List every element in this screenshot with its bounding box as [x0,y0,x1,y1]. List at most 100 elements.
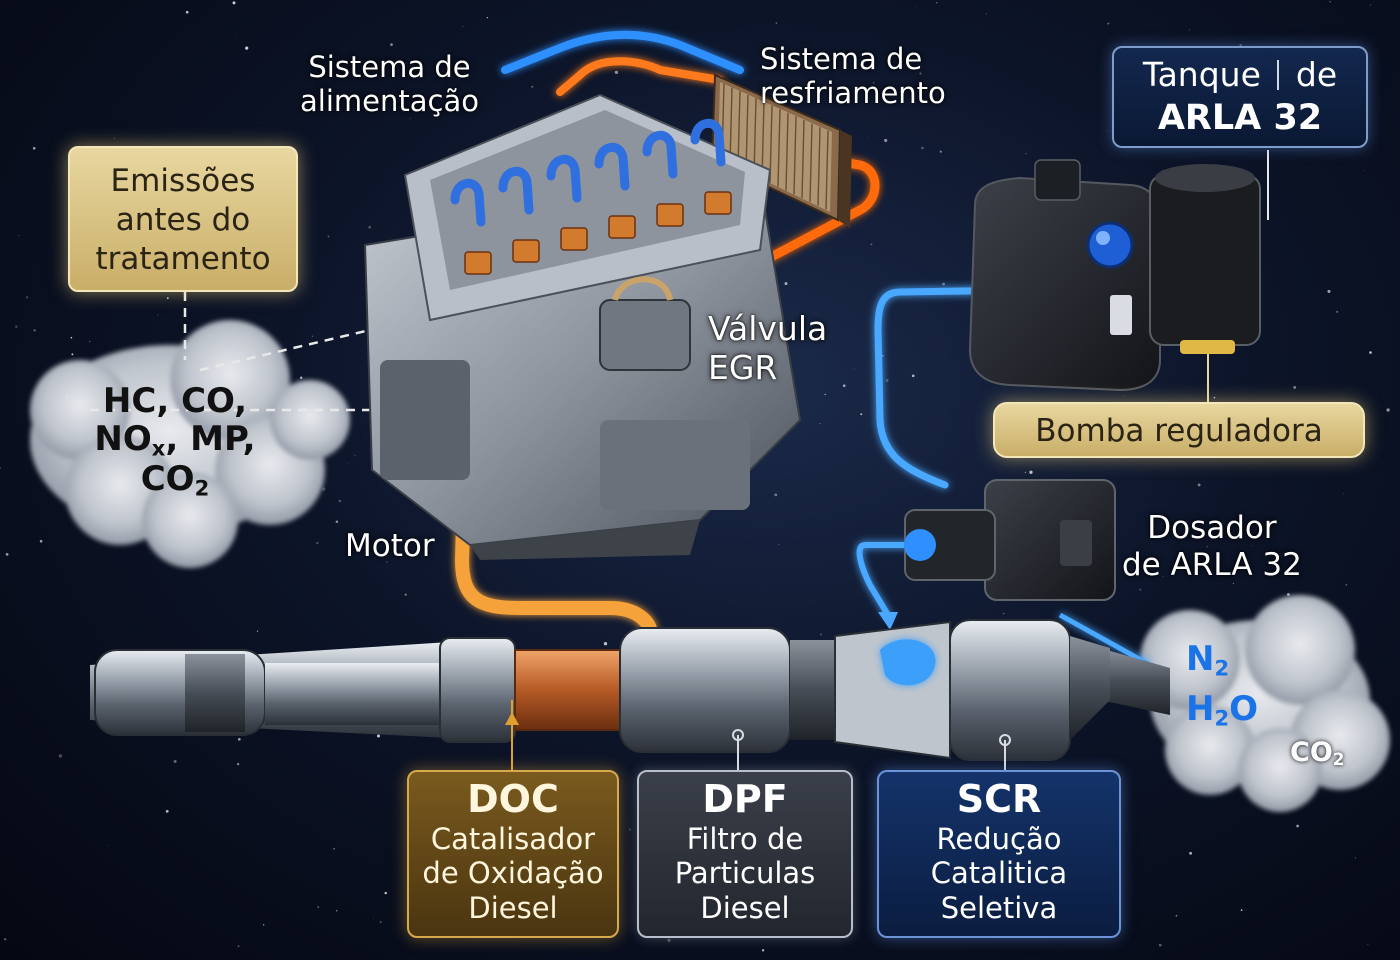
star [860,413,863,416]
clean-gas-cloud [1140,595,1390,812]
star [1240,909,1243,911]
aftertreatment-line [90,619,1170,775]
egr-valve-label-line1: Válvula [708,309,828,348]
co2-out-symbol: CO [1290,737,1333,768]
star [333,847,336,850]
star [107,845,109,847]
engine-label: Motor [345,528,435,564]
dpf-line3: Diesel [700,891,790,926]
star [316,541,319,545]
star [368,225,372,229]
star [409,118,411,120]
arla-tank-label-line1: Tanque de [1114,54,1366,97]
star [1158,943,1162,947]
star [58,754,63,758]
cooling-system-label-line2: resfriamento [760,76,946,111]
dpf-line1: Filtro de [686,821,804,856]
star [1213,396,1216,399]
co2-out-subscript: 2 [1332,749,1345,770]
star [885,379,889,382]
star [5,553,9,556]
star [232,1,236,5]
doc-title: DOC [467,777,559,821]
star [336,910,338,912]
star [884,138,888,143]
star [185,10,189,14]
egr-valve-label-line2: EGR [708,347,778,387]
arla-tank [968,159,1161,392]
h2o-output-text: H2O [1186,690,1258,730]
star [1345,584,1348,586]
co2-output-text: CO2 [1290,737,1345,770]
injector [642,131,684,227]
star [311,335,314,337]
fuel-system-label-line2: alimentação [300,84,479,119]
star [824,393,826,396]
star [1029,470,1033,474]
scr-title: SCR [956,777,1042,821]
star [881,355,884,357]
star [373,917,374,919]
star [531,85,534,88]
star [89,340,91,343]
regulating-pump [1149,150,1269,402]
injector [690,119,732,215]
n2-output-text: N2 [1186,640,1229,680]
emissions-box-line1: Emissões [110,163,256,199]
star [1251,545,1253,547]
star [1106,130,1108,132]
star [462,26,464,27]
doc-line2: de Oxidação [422,856,604,891]
star [784,282,788,286]
raw-emissions-line3: CO2 [70,460,280,500]
radiator-fin [809,123,813,202]
star [166,297,169,300]
radiator-fin [729,87,733,164]
arla-supply-line [874,286,1034,489]
star [1329,1,1331,3]
emissions-box-line2: antes do [115,201,251,238]
star [354,454,356,456]
star [1354,857,1357,859]
scr-line2: Catalitica [930,856,1068,891]
star [778,543,780,545]
star [386,561,388,563]
star [774,493,778,497]
h2o-subscript: 2 [1214,705,1230,731]
star [1189,851,1193,855]
co2-subscript: 2 [194,475,210,501]
star [317,906,320,908]
star [1189,29,1190,31]
star [237,945,240,948]
star [842,384,846,388]
star [39,539,43,543]
star [1327,289,1331,293]
doc-line3: Diesel [468,891,558,926]
star [32,147,36,150]
star [33,329,36,332]
star [1239,44,1242,47]
radiator-fin [825,130,829,210]
star [919,72,922,75]
injector [498,167,540,263]
star [235,35,237,37]
star [853,368,855,370]
arla-tank-label-box: Tanque de ARLA 32 [1112,46,1368,148]
arla-tank-label-line2: ARLA 32 [1157,97,1323,138]
star [915,7,917,8]
star [603,642,608,646]
star [667,938,671,942]
scr-box: SCR Redução Catalitica Seletiva [877,770,1121,938]
doser-label-line2: de ARLA 32 [1122,546,1302,583]
star [1370,4,1372,6]
star [322,487,326,491]
star [299,376,303,380]
dpf-line2: Particulas [674,856,816,891]
star [1336,310,1339,313]
n2-subscript: 2 [1214,655,1230,681]
raw-emissions-line1: HC, CO, [102,381,248,421]
arla-doser [904,479,1116,601]
star [237,737,241,741]
radiator-fin [817,127,821,206]
